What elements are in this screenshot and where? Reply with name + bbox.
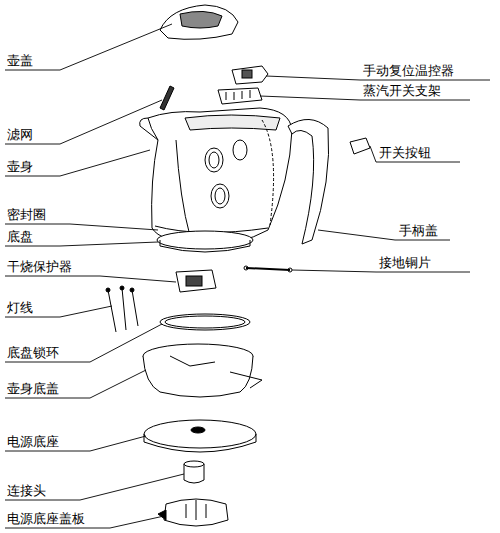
window-oval	[233, 140, 247, 160]
body-rim	[185, 115, 280, 130]
lid	[160, 5, 238, 39]
strip-end	[288, 268, 292, 272]
kettle-body	[148, 108, 292, 244]
part-label: 灯线	[6, 300, 34, 316]
steam-bracket-detail	[226, 90, 250, 100]
part-label: 手动复位温控器	[362, 63, 455, 79]
base-plate	[157, 231, 253, 249]
steam-bracket	[218, 88, 262, 104]
part-label: 接地铜片	[378, 255, 432, 271]
part-label: 电源底座	[6, 434, 60, 450]
part-label: 手柄盖	[398, 223, 439, 239]
part-label: 连接头	[6, 483, 47, 499]
base-plate-edge	[160, 240, 250, 252]
window-oval	[211, 184, 229, 208]
bottom-cover-detail	[170, 356, 215, 366]
body-contour	[176, 140, 190, 236]
lid-knob	[180, 11, 222, 28]
handle-cover	[288, 119, 329, 244]
wire-end	[120, 286, 124, 290]
wire-end	[106, 288, 110, 292]
leader-lines	[5, 24, 490, 528]
part-label: 蒸汽开关支架	[362, 83, 442, 99]
part-label: 底盘	[6, 229, 34, 245]
bottom-cover-wall	[143, 356, 253, 397]
part-label: 干烧保护器	[6, 259, 73, 275]
base-cover-plate	[164, 499, 228, 526]
part-label: 电源底座盖板	[6, 511, 86, 527]
connector-top	[184, 461, 204, 467]
filter	[160, 86, 174, 110]
thermostat-detail	[242, 70, 252, 78]
lamp-wire	[108, 288, 138, 332]
spout	[140, 118, 158, 140]
thermostat	[232, 66, 268, 84]
lock-ring	[160, 314, 250, 330]
power-base	[144, 420, 256, 448]
bottom-cover-tab	[230, 372, 262, 388]
protector-core	[186, 276, 202, 286]
part-label: 开关按钮	[378, 145, 432, 161]
handle-recess	[262, 120, 274, 225]
lock-ring-inner	[165, 316, 245, 328]
part-label: 壶身	[6, 159, 34, 175]
part-label: 滤网	[6, 127, 34, 143]
power-base-edge	[144, 434, 256, 452]
part-label: 密封圈	[6, 207, 47, 223]
window-oval	[205, 148, 223, 172]
ground-copper-strip	[246, 268, 290, 270]
part-label: 壶盖	[6, 53, 34, 69]
part-label: 底盘锁环	[6, 345, 60, 361]
window-oval	[209, 152, 219, 168]
window-oval	[215, 188, 225, 204]
dry-burn-protector	[176, 270, 216, 292]
part-label: 壶身底盖	[6, 381, 60, 397]
switch-button	[350, 138, 370, 154]
wire-end	[130, 288, 134, 292]
cover-plate-ribs	[186, 500, 206, 520]
cover-plate-tab	[158, 510, 166, 520]
power-base-center	[191, 427, 205, 433]
strip-end	[244, 266, 248, 270]
